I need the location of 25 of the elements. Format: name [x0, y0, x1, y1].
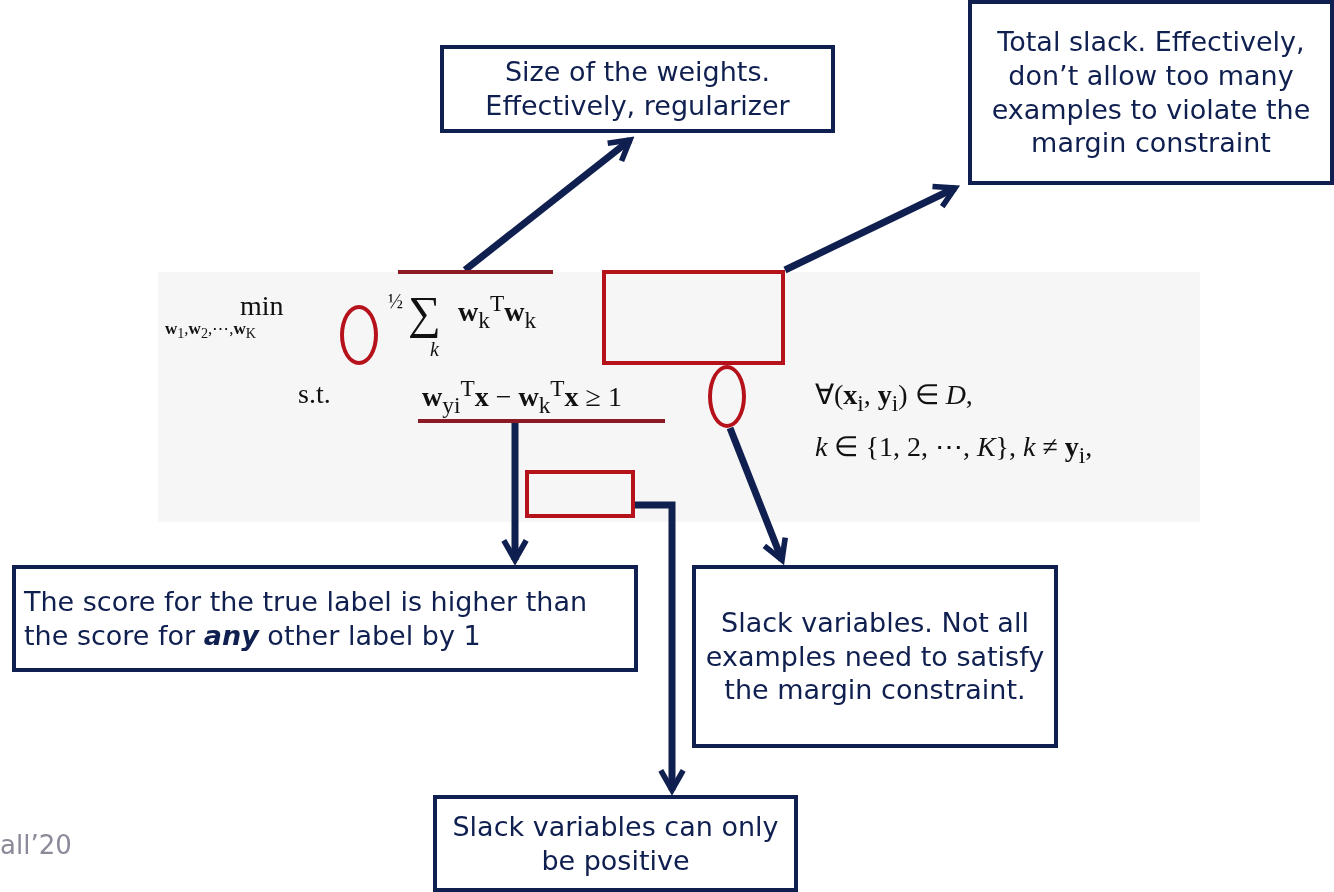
highlight-ellipse: [708, 365, 746, 428]
sum-symbol: ∑: [408, 286, 441, 339]
underline-mark: [418, 419, 665, 423]
callout-box: The score for the true label is higher than the score for any other label by 1: [12, 565, 638, 672]
callout-box: Slack variables can only be positive: [433, 795, 798, 892]
math-text: s.t.: [298, 378, 331, 410]
math-formula: k ∈ {1, 2, ⋯, K}, k ≠ y$_{i}$,: [815, 430, 1093, 469]
arrow: [462, 137, 633, 273]
highlight-rectangle: [602, 270, 785, 365]
math-text: k: [430, 338, 439, 361]
math-fraction: ½: [388, 290, 403, 313]
arrow: [726, 426, 789, 563]
arrow: [501, 423, 529, 563]
footer-text: all’20: [0, 830, 72, 860]
math-formula: w$_{yi}$$^{T}$x − w$_{k}$$^{T}$x ≥ 1: [422, 375, 622, 419]
arrow: [635, 501, 686, 793]
callout-box: Slack variables. Not all examples need to satisfy the margin constraint.: [692, 565, 1058, 748]
math-formula: w$_{k}$$^{T}$w$_{k}$: [458, 290, 537, 334]
highlight-ellipse: [340, 305, 378, 365]
callout-box: Size of the weights. Effectively, regularizer: [440, 45, 835, 133]
highlight-rectangle: [525, 470, 635, 518]
underline-mark: [398, 270, 553, 274]
math-formula: ∀(x$_{i}$, y$_{i}$) ∈ D,: [815, 378, 973, 417]
arrow: [783, 183, 958, 274]
callout-box: Total slack. Effectively, don’t allow too many examples to violate the margin constraint: [968, 0, 1334, 185]
